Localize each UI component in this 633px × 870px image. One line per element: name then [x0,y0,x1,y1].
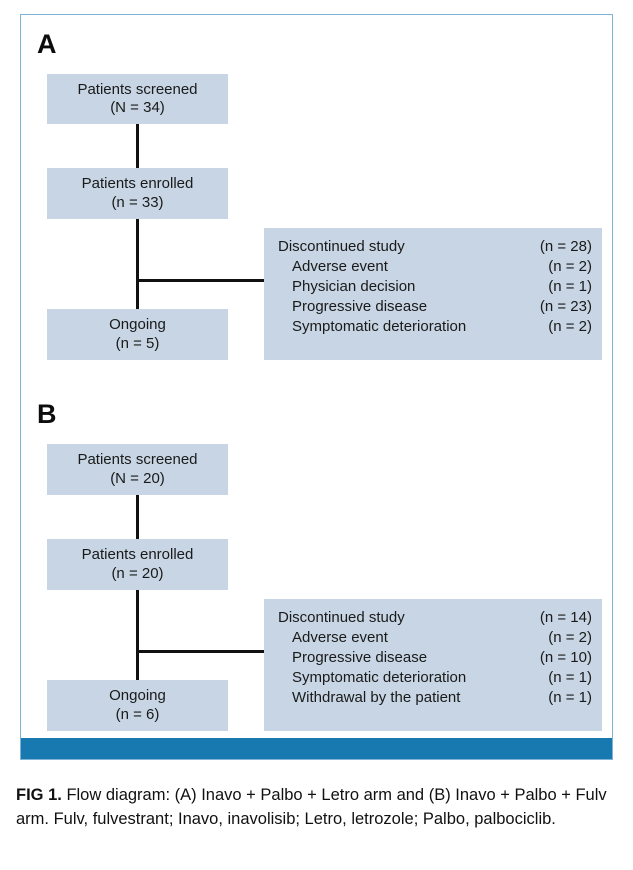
panel-b-reason-label: Adverse event [292,628,388,646]
panel-b-connector-enrolled-ongoing [136,590,139,680]
figure-caption: FIG 1. Flow diagram: (A) Inavo + Palbo +… [16,784,622,832]
panel-a-box-screened: Patients screened (N = 34) [47,74,228,124]
panel-b-connector-to-discontinued [136,650,266,653]
panel-a-reason-label: Progressive disease [292,297,428,315]
panel-a-box-ongoing: Ongoing (n = 5) [47,309,228,360]
panel-a-reason-count: (n = 2) [548,257,592,275]
panel-a-box-enrolled-line1: Patients enrolled [81,175,194,193]
panel-b-box-enrolled: Patients enrolled (n = 20) [47,539,228,590]
panel-a-box-enrolled: Patients enrolled (n = 33) [47,168,228,219]
panel-b-connector-screened-enrolled [136,495,139,539]
figure-caption-text: Flow diagram: (A) Inavo + Palbo + Letro … [16,786,607,828]
panel-a-reason-row: Adverse event (n = 2) [278,257,592,277]
figure-frame: A Patients screened (N = 34) Patients en… [20,14,613,760]
panel-label-b: B [37,399,57,429]
panel-a-discontinued-title-count: (n = 28) [539,238,592,255]
panel-b-discontinued-title-row: Discontinued study (n = 14) [278,608,592,628]
panel-a-reason-label: Adverse event [292,257,388,275]
panel-b-box-screened-line1: Patients screened [77,451,198,469]
panel-b-reason-count: (n = 1) [548,668,592,686]
panel-b-reason-count: (n = 10) [539,648,592,666]
panel-b-reason-label: Progressive disease [292,648,428,666]
panel-b-reason-row: Withdrawal by the patient (n = 1) [278,688,592,708]
panel-a-reason-count: (n = 2) [548,317,592,335]
panel-a-reason-count: (n = 1) [548,277,592,295]
panel-b-reason-row: Progressive disease (n = 10) [278,648,592,668]
figure-caption-label: FIG 1. [16,786,62,804]
panel-label-a: A [37,29,57,59]
panel-b-reason-row: Adverse event (n = 2) [278,628,592,648]
panel-a-discontinued-title: Discontinued study [278,238,405,255]
panel-a-box-screened-line2: (N = 34) [110,99,165,116]
panel-a-box-ongoing-line2: (n = 5) [115,334,160,352]
panel-a-connector-to-discontinued [136,279,266,282]
panel-b-reason-label: Symptomatic deterioration [292,668,467,686]
panel-b-discontinued-title-count: (n = 14) [539,609,592,626]
panel-a-reason-row: Symptomatic deterioration (n = 2) [278,317,592,337]
panel-a-connector-screened-enrolled [136,124,139,168]
panel-a-reason-row: Progressive disease (n = 23) [278,297,592,317]
panel-a-reason-count: (n = 23) [539,297,592,315]
panel-b-reason-count: (n = 2) [548,628,592,646]
figure-footer-bar [21,738,612,759]
panel-b-box-enrolled-line1: Patients enrolled [81,546,194,564]
panel-a-discontinued-title-row: Discontinued study (n = 28) [278,237,592,257]
panel-b-discontinued-box: Discontinued study (n = 14) Adverse even… [264,599,602,731]
panel-b-reason-count: (n = 1) [548,688,592,706]
panel-b-reason-row: Symptomatic deterioration (n = 1) [278,668,592,688]
panel-a-reason-row: Physician decision (n = 1) [278,277,592,297]
panel-b-discontinued-title: Discontinued study [278,609,405,626]
panel-b-reason-label: Withdrawal by the patient [292,688,461,706]
panel-a-box-ongoing-line1: Ongoing [109,316,166,334]
panel-b-box-ongoing-line1: Ongoing [109,687,166,705]
panel-b-box-ongoing: Ongoing (n = 6) [47,680,228,731]
panel-b-box-ongoing-line2: (n = 6) [115,705,160,723]
panel-a-discontinued-box: Discontinued study (n = 28) Adverse even… [264,228,602,360]
panel-b-box-screened-line2: (N = 20) [110,469,165,487]
panel-a-reason-label: Physician decision [292,277,416,295]
panel-a-box-enrolled-line2: (n = 33) [111,193,164,211]
panel-b-box-screened: Patients screened (N = 20) [47,444,228,495]
panel-a-box-screened-line1: Patients screened [77,80,198,98]
panel-a-connector-enrolled-ongoing [136,219,139,309]
panel-b-box-enrolled-line2: (n = 20) [111,564,164,582]
panel-a-reason-label: Symptomatic deterioration [292,317,467,335]
